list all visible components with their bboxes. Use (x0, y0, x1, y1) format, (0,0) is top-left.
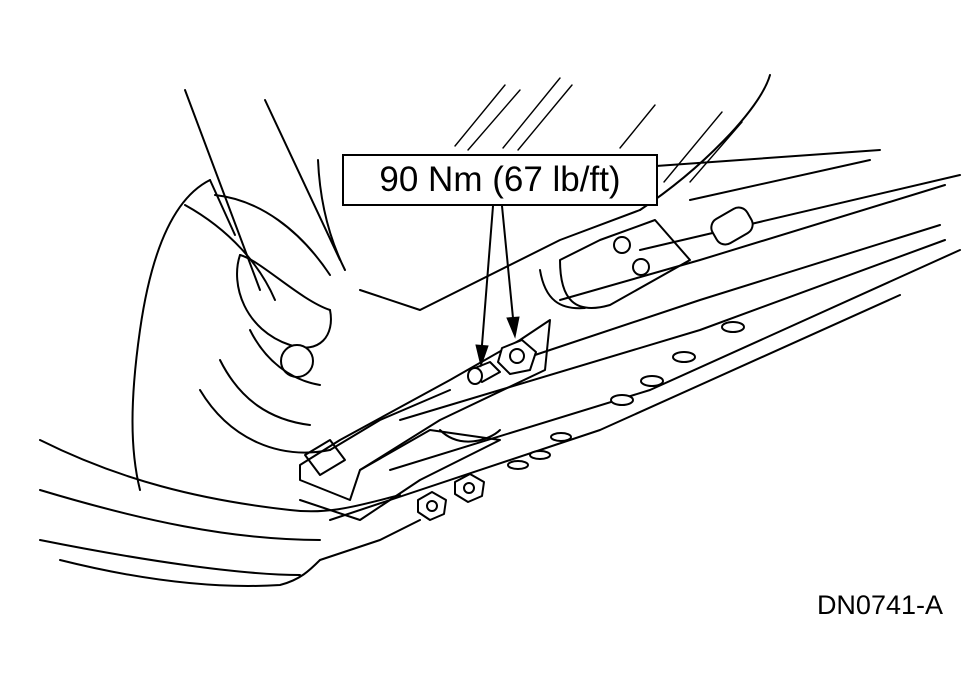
torque-leader-arrows (475, 205, 520, 368)
body-panel-hatching (454, 77, 743, 183)
frame-rail (329, 149, 961, 521)
strut-tower (131, 179, 451, 491)
upper-mount-bracket (539, 219, 691, 310)
figure-id-label: DN0741-A (816, 590, 943, 620)
torque-spec-callout: 90 Nm (67 lb/ft) (342, 154, 658, 206)
bumper (39, 439, 421, 587)
lower-mount-bracket (299, 319, 551, 521)
torque-spec-label: 90 Nm (67 lb/ft) (379, 160, 621, 199)
bolts (417, 339, 537, 521)
